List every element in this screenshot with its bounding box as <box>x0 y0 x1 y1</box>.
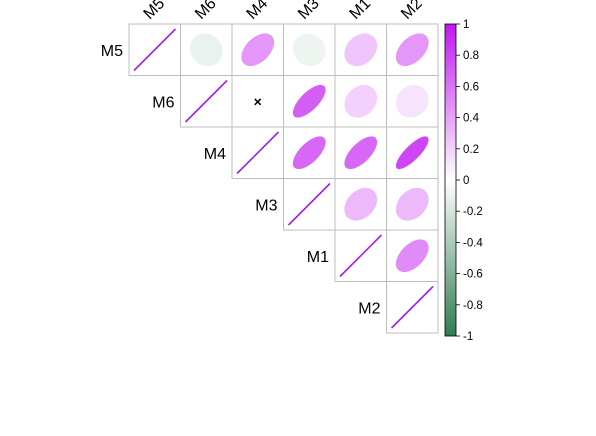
color-legend-tick-label: -1 <box>463 331 473 343</box>
correlation-ellipse <box>395 187 429 221</box>
correlation-ellipse <box>395 84 429 118</box>
correlation-ellipse <box>395 136 429 170</box>
cell-m3-m1 <box>334 178 387 231</box>
color-legend-tick-label: 0.6 <box>463 81 479 93</box>
cell-m5-m6 <box>180 23 233 76</box>
diagonal-line <box>339 234 383 278</box>
color-legend-ticks: 1 0.8 0.6 0.4 0.2 0 -0.2 -0.4 -0.6 -0.8 -1 <box>456 19 483 343</box>
row-label-m2: M2 <box>358 300 380 317</box>
column-label-m6: M6 <box>192 0 220 23</box>
cell-m4-m1 <box>334 126 387 179</box>
diagonal-line <box>390 285 434 329</box>
correlation-ellipse <box>344 33 378 67</box>
correlation-ellipse <box>189 33 223 67</box>
column-label-m4: M4 <box>244 0 272 23</box>
column-label-m1: M1 <box>347 0 375 23</box>
correlation-ellipse <box>344 84 378 118</box>
row-label-m4: M4 <box>204 146 226 163</box>
color-legend-tick-label: -0.4 <box>463 237 483 249</box>
diagonal-line <box>184 79 228 123</box>
correlation-ellipse <box>344 187 378 221</box>
column-label-m5: M5 <box>141 0 169 23</box>
cell-m6-m1 <box>334 75 387 128</box>
correlation-ellipse <box>292 33 326 67</box>
color-legend: 1 0.8 0.6 0.4 0.2 0 -0.2 -0.4 -0.6 -0.8 -1 <box>444 19 483 343</box>
column-label-m3: M3 <box>295 0 323 23</box>
color-legend-tick-label: -0.2 <box>463 206 483 218</box>
row-label-m1: M1 <box>307 249 329 266</box>
cell-m1-m2 <box>386 229 439 282</box>
color-legend-tick-label: -0.6 <box>463 269 483 281</box>
cell-m5-m4 <box>231 23 284 76</box>
cell-m6-m4: × <box>231 75 284 128</box>
cell-border <box>386 229 439 282</box>
color-legend-tick-label: 0.4 <box>463 113 480 125</box>
cell-m3-m2 <box>386 178 439 231</box>
cell-m5-m1 <box>334 23 387 76</box>
color-legend-tick-label: -0.8 <box>463 300 483 312</box>
row-label-m3: M3 <box>255 197 277 214</box>
color-legend-tick-label: 0 <box>463 175 469 187</box>
correlation-ellipse <box>241 33 275 67</box>
color-legend-bar <box>444 23 457 337</box>
cell-m6-m2 <box>386 75 439 128</box>
cell-m6-m3 <box>283 75 336 128</box>
diagonal-line <box>287 182 331 226</box>
correlation-ellipse <box>292 136 326 170</box>
color-legend-tick-label: 0.2 <box>463 144 479 156</box>
column-labels: M5 M6 M4 M3 M1 M2 <box>141 0 426 23</box>
cell-m5-m2 <box>386 23 439 76</box>
row-label-m6: M6 <box>152 94 174 111</box>
cell-m3-m3 <box>283 178 336 231</box>
cell-m4-m4 <box>231 126 284 179</box>
cell-m2-m2 <box>386 281 439 334</box>
cell-border <box>386 75 439 128</box>
cell-m4-m2 <box>386 126 439 179</box>
cell-m5-m5 <box>128 23 181 76</box>
correlation-ellipse <box>344 136 378 170</box>
insignificant-mark: × <box>254 93 262 109</box>
matrix-cells: × <box>128 23 439 334</box>
color-legend-tick-label: 1 <box>463 19 469 31</box>
correlation-ellipse <box>292 84 326 118</box>
correlation-ellipse <box>395 33 429 67</box>
cell-m6-m6 <box>180 75 233 128</box>
row-label-m5: M5 <box>101 43 123 60</box>
cell-m1-m1 <box>334 229 387 282</box>
diagonal-line <box>236 131 280 175</box>
diagonal-line <box>133 28 177 72</box>
color-legend-tick-label: 0.8 <box>463 50 479 62</box>
column-label-m2: M2 <box>398 0 426 23</box>
cell-m4-m3 <box>283 126 336 179</box>
cell-m5-m3 <box>283 23 336 76</box>
